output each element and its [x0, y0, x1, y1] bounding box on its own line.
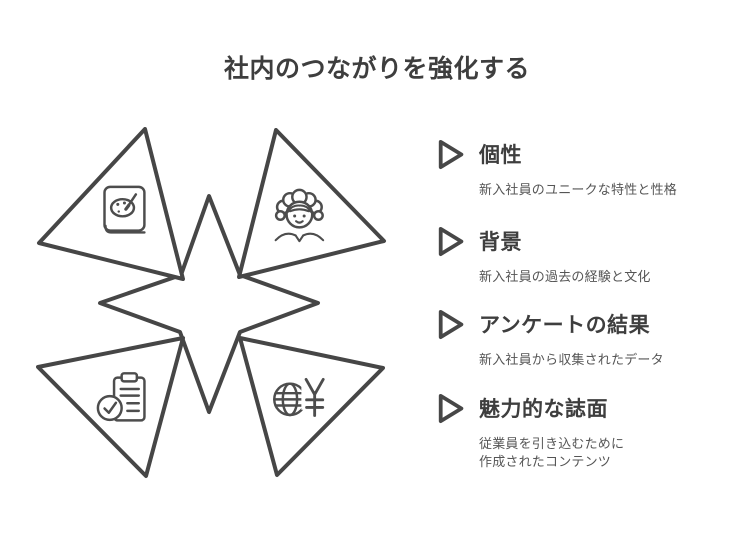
globe-yen-icon	[273, 373, 327, 417]
legend-item-survey-results: アンケートの結果 新入社員から収集されたデータ	[438, 308, 743, 369]
page-title: 社内のつながりを強化する	[223, 55, 530, 83]
legend-item-description: 新入社員から収集されたデータ	[479, 352, 664, 367]
legend-item-heading: 背景	[479, 231, 522, 254]
play-triangle-icon	[438, 393, 464, 423]
legend-item-heading: 個性	[479, 144, 522, 167]
curly-hair-person-icon	[274, 188, 325, 243]
clipboard-check-icon	[96, 372, 146, 422]
legend-item-description: 従業員を引き込むために 作成されたコンテンツ	[479, 436, 625, 469]
legend-item-heading: 魅力的な誌面	[479, 398, 608, 421]
center-star-shape	[98, 194, 320, 414]
converging-arrows-diagram	[36, 127, 386, 478]
legend-item-heading: アンケートの結果	[479, 314, 651, 337]
legend-item-description: 新入社員の過去の経験と文化	[479, 269, 651, 284]
legend-item-description: 新入社員のユニークな特性と性格	[479, 182, 678, 197]
play-triangle-icon	[438, 139, 464, 169]
legend-item-attractive-pages: 魅力的な誌面 従業員を引き込むために 作成されたコンテンツ	[438, 392, 743, 471]
legend-item-background: 背景 新入社員の過去の経験と文化	[438, 225, 743, 286]
art-book-icon	[103, 185, 146, 234]
play-triangle-icon	[438, 309, 464, 339]
play-triangle-icon	[438, 226, 464, 256]
legend-item-personality: 個性 新入社員のユニークな特性と性格	[438, 138, 743, 199]
